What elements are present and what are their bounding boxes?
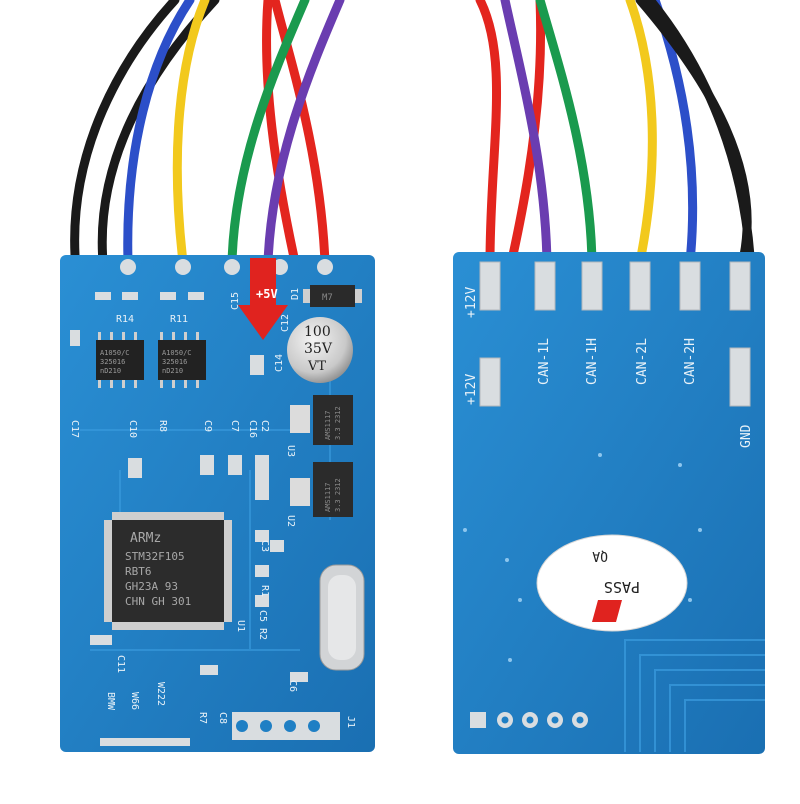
back-wire-purple	[500, 0, 552, 267]
svg-text:C5: C5	[257, 610, 268, 622]
back-wire-green	[535, 0, 597, 267]
front-wires	[70, 0, 345, 267]
svg-text:J1: J1	[345, 716, 356, 728]
svg-text:C9: C9	[202, 420, 213, 432]
qa-pass-sticker: QA PASS	[536, 534, 688, 632]
m7-diode: M7	[303, 285, 362, 307]
back-wire-yellow	[625, 0, 657, 267]
svg-text:R2: R2	[257, 628, 268, 640]
svg-text:R11: R11	[170, 314, 188, 325]
svg-text:A1050/C: A1050/C	[162, 349, 192, 357]
bmw-jumper-pad	[100, 738, 190, 746]
svg-text:C10: C10	[127, 420, 138, 438]
back-wires	[475, 0, 756, 385]
j1-header-pads	[232, 712, 340, 740]
svg-text:C12: C12	[280, 314, 291, 332]
svg-text:GH23A 93: GH23A 93	[125, 580, 178, 593]
svg-text:C7: C7	[229, 420, 240, 432]
svg-text:W66: W66	[129, 692, 140, 710]
svg-text:STM32F105: STM32F105	[125, 550, 185, 563]
svg-text:CHN GH 301: CHN GH 301	[125, 595, 191, 608]
can-transceiver-1: A1050/C 325016 nD210	[96, 332, 144, 388]
mcu-pins	[104, 512, 232, 630]
label-can-1h: CAN-1H	[585, 338, 600, 385]
svg-text:RBT6: RBT6	[125, 565, 152, 578]
svg-text:AMS1117: AMS1117	[324, 410, 332, 440]
svg-text:C16: C16	[247, 420, 258, 438]
front-wire-red-1	[270, 0, 330, 267]
front-wire-yellow	[172, 0, 210, 267]
svg-text:3.3 2312: 3.3 2312	[334, 478, 342, 512]
back-vias	[463, 453, 702, 662]
svg-text:C11: C11	[115, 655, 126, 673]
svg-text:BMW: BMW	[105, 692, 116, 711]
electrolytic-capacitor: 100 35V VT	[287, 317, 353, 383]
plus5v-label: +5V	[256, 287, 278, 301]
back-board: +12V +12V CAN-1L CAN-1H CAN-2L CAN-2H GN…	[453, 252, 765, 754]
svg-text:C15: C15	[230, 292, 241, 310]
svg-text:nD210: nD210	[162, 367, 183, 375]
label-can-1l: CAN-1L	[537, 338, 552, 385]
plus5v-arrow: +5V	[238, 258, 288, 340]
front-silkscreen: C15 D1 C12 C14 R14 R11 C16 C17 C10 R8 C9…	[69, 288, 356, 728]
svg-text:R7: R7	[197, 712, 208, 724]
back-wire-red-1	[475, 0, 502, 267]
svg-text:R8: R8	[157, 420, 168, 432]
front-wire-black-1	[70, 0, 180, 260]
svg-text:A1050/C: A1050/C	[100, 349, 130, 357]
svg-text:3.3 2312: 3.3 2312	[334, 406, 342, 440]
svg-text:C8: C8	[217, 712, 228, 724]
label-plus12v-bottom: +12V	[464, 374, 479, 405]
svg-text:U1: U1	[235, 620, 246, 632]
back-pad-labels: +12V +12V CAN-1L CAN-1H CAN-2L CAN-2H GN…	[464, 287, 754, 448]
back-pcb	[453, 252, 765, 754]
back-traces	[624, 639, 765, 752]
svg-text:R1: R1	[259, 585, 270, 597]
svg-text:ARMz: ARMz	[130, 531, 161, 546]
can-transceiver-2: A1050/C 325016 nD210	[158, 332, 206, 388]
voltage-regulator-1: AMS1117 3.3 2312	[290, 395, 353, 445]
svg-text:VT: VT	[307, 359, 326, 374]
svg-text:C2: C2	[259, 420, 270, 432]
svg-text:AMS1117: AMS1117	[324, 482, 332, 512]
svg-text:C14: C14	[274, 354, 285, 372]
front-wire-black-2	[97, 0, 220, 267]
svg-text:C17: C17	[69, 420, 80, 438]
label-can-2h: CAN-2H	[683, 338, 698, 385]
back-bottom-pads	[470, 712, 588, 728]
front-wire-red-2	[262, 0, 300, 267]
voltage-regulator-2: AMS1117 3.3 2312	[290, 462, 353, 517]
svg-text:U3: U3	[285, 445, 296, 457]
front-wire-purple	[263, 0, 345, 267]
svg-text:C3: C3	[259, 540, 270, 552]
front-wire-blue	[123, 0, 195, 267]
front-board: +5V A1050/C 325016 nD210 A1050/C 325016 …	[60, 255, 375, 752]
crystal-oscillator	[319, 564, 365, 671]
svg-text:35V: 35V	[304, 341, 333, 357]
back-connector-pads	[479, 261, 751, 407]
svg-text:C6: C6	[287, 680, 298, 692]
brand-logo	[592, 600, 622, 622]
stm32-mcu: ARMz STM32F105 RBT6 GH23A 93 CHN GH 301	[104, 512, 232, 630]
svg-text:D1: D1	[290, 288, 301, 300]
qa-text: QA	[592, 548, 608, 563]
svg-text:W222: W222	[155, 682, 166, 706]
label-can-2l: CAN-2L	[635, 338, 650, 385]
svg-text:325016: 325016	[100, 358, 125, 366]
front-wire-green	[227, 0, 310, 267]
smd-components	[70, 292, 308, 682]
svg-text:U2: U2	[285, 515, 296, 527]
svg-text:325016: 325016	[162, 358, 187, 366]
pass-text: PASS	[604, 578, 640, 596]
label-gnd: GND	[739, 424, 754, 448]
label-plus12v-top: +12V	[464, 287, 479, 318]
svg-text:R14: R14	[116, 314, 134, 325]
svg-text:M7: M7	[322, 293, 333, 303]
svg-text:100: 100	[304, 324, 331, 340]
svg-text:nD210: nD210	[100, 367, 121, 375]
